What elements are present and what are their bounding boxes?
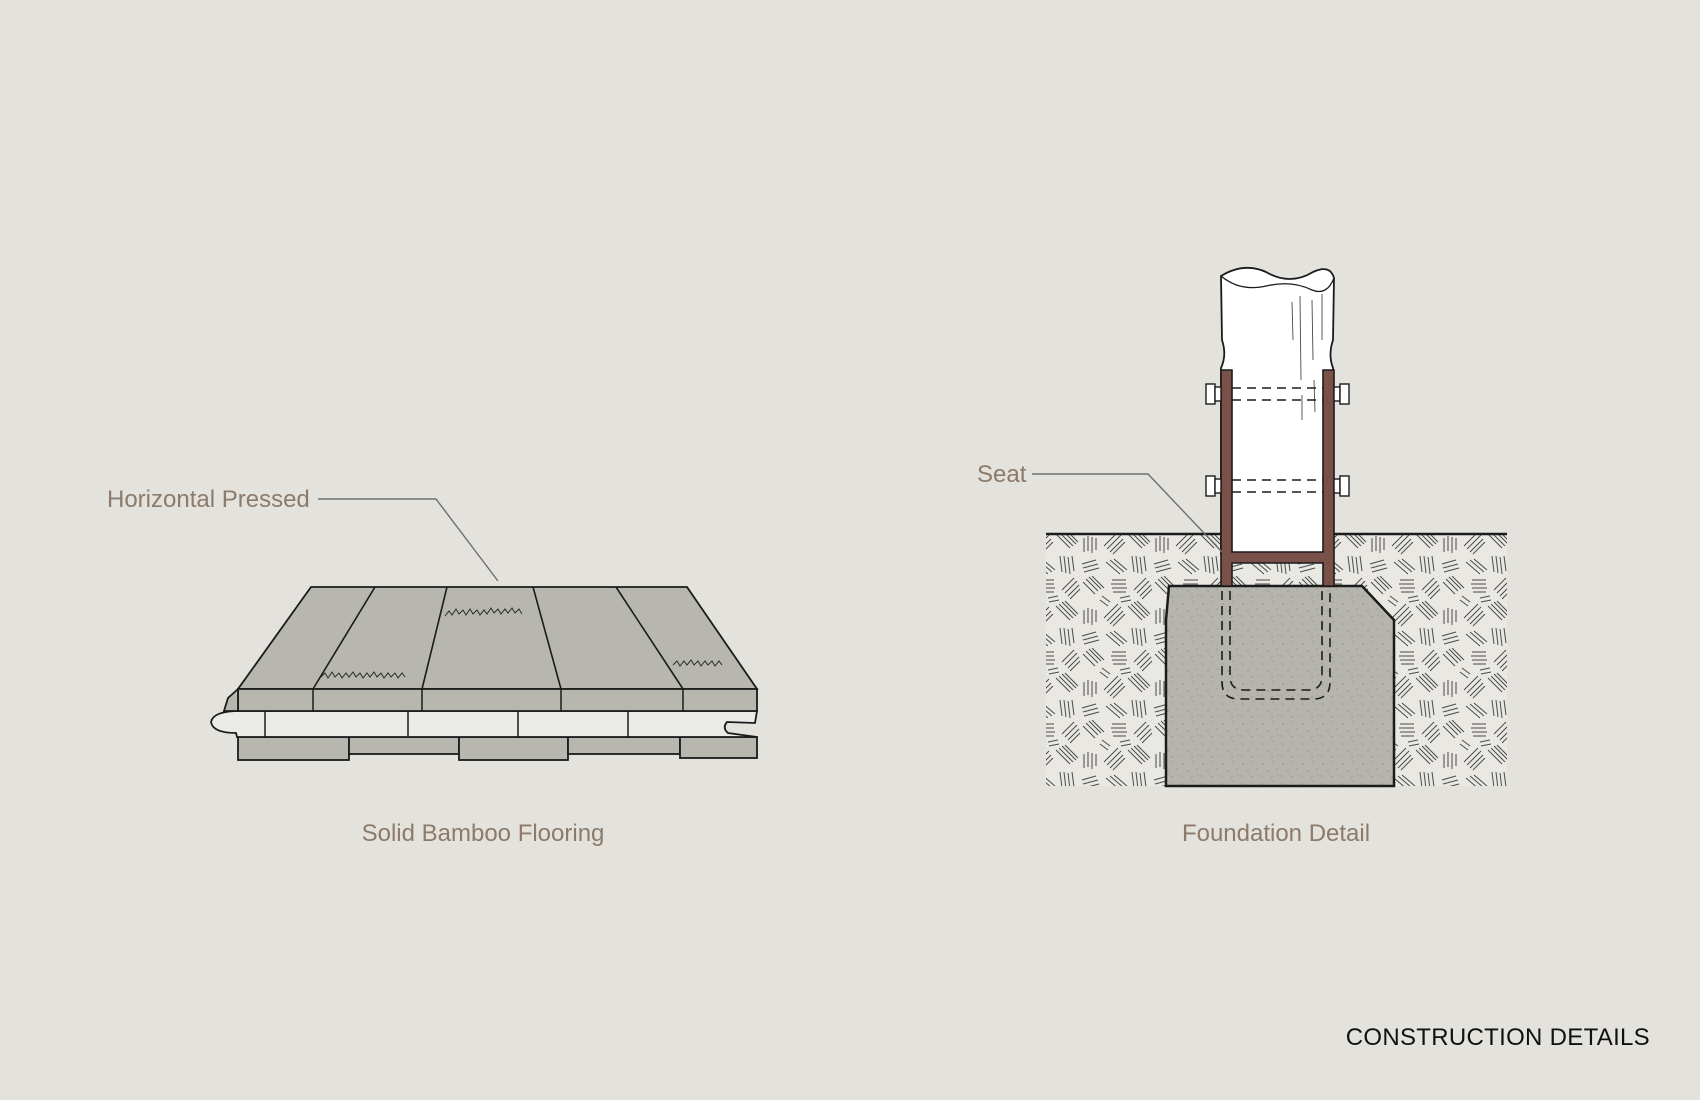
sheet-title: CONSTRUCTION DETAILS xyxy=(1346,1024,1650,1051)
flooring-backing-strips xyxy=(237,736,758,761)
horizontal-pressed-leader-line xyxy=(318,498,499,582)
flooring-left-bevel xyxy=(222,686,239,712)
flooring-core-joints xyxy=(264,711,629,737)
flooring-plank-seams xyxy=(312,586,684,690)
horizontal-pressed-label: Horizontal Pressed xyxy=(107,486,310,513)
bamboo-flooring-illustration: Horizontal Pressed Solid Bamboo Flooring xyxy=(107,486,759,847)
seat-leader-line xyxy=(1032,473,1223,553)
concrete-footing xyxy=(1164,584,1396,788)
timber-post-top-cut xyxy=(1220,275,1335,293)
timber-post xyxy=(1220,266,1335,555)
seat-label: Seat xyxy=(977,461,1027,488)
bolt-nuts xyxy=(1205,383,1350,497)
flooring-front-seams xyxy=(312,689,684,711)
flooring-grain-marks xyxy=(320,607,723,679)
foundation-detail-caption: Foundation Detail xyxy=(1182,820,1370,847)
through-bolts xyxy=(1232,387,1323,493)
flooring-front-edge xyxy=(237,688,758,712)
embedded-anchor-outline xyxy=(1221,591,1331,700)
embedded-anchor-inner xyxy=(1229,591,1323,691)
flooring-core-layer xyxy=(210,710,759,738)
foundation-detail-illustration: Seat Foundation Detail xyxy=(977,266,1507,847)
flooring-top-face xyxy=(236,586,759,690)
timber-post-grain xyxy=(1291,294,1323,420)
solid-bamboo-flooring-caption: Solid Bamboo Flooring xyxy=(362,820,605,847)
steel-u-seat xyxy=(1220,369,1335,587)
